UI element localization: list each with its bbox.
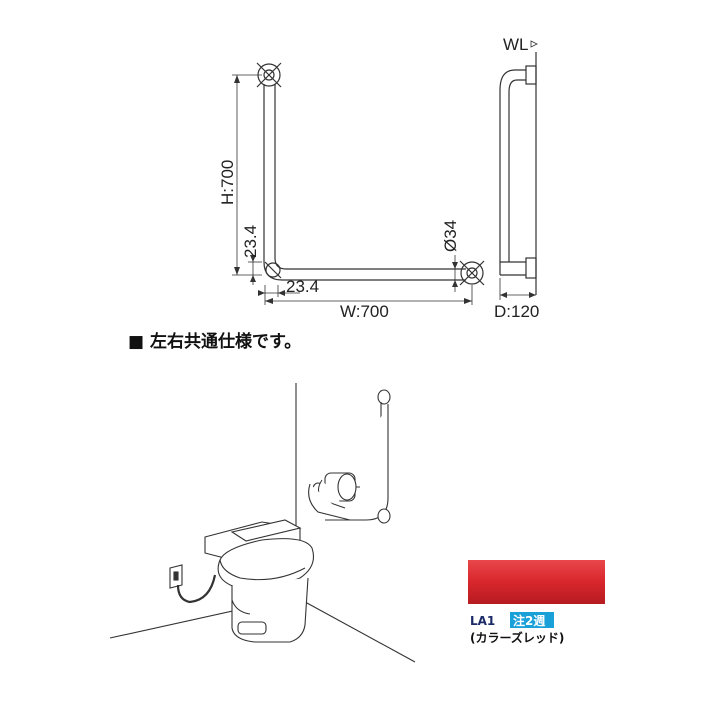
lead-time-badge: [510, 612, 554, 628]
power-cord: [176, 574, 217, 604]
dim-bend-horizontal-label: 23.4: [286, 277, 319, 296]
side-bar-inner: [508, 79, 526, 262]
grab-bar-illustration: [308, 389, 391, 524]
dim-depth-label: D:120: [494, 302, 539, 321]
side-bottom-mount: [525, 257, 537, 279]
note-text: ■ 左右共通仕様です。: [128, 331, 301, 352]
dimension-lines: [232, 74, 473, 305]
wl-marker-icon: [530, 40, 538, 48]
wall-line-label: WL: [503, 35, 529, 54]
floor-line-right: [295, 596, 416, 663]
side-view: [499, 40, 538, 300]
dim-diameter-label: Ø34: [441, 220, 460, 252]
swatch-color-name: (カラーズレッド): [470, 630, 564, 645]
swatch-code: LA1: [470, 614, 495, 628]
dim-bend-vertical-label: 23.4: [241, 225, 260, 258]
right-flange-icon: [459, 260, 485, 286]
bar-bend-inner: [274, 257, 287, 270]
front-view: [256, 62, 485, 286]
installation-illustration: [109, 383, 416, 663]
dim-height-label: H:700: [218, 160, 237, 205]
side-top-mount: [525, 65, 537, 85]
toilet-illustration: [204, 519, 315, 643]
side-bar-outer: [499, 69, 526, 262]
corner-flange-icon: [264, 261, 282, 279]
color-swatch: [468, 560, 605, 604]
outlet-icon: [169, 564, 183, 589]
lead-time-badge-label: 注2週: [513, 613, 545, 628]
top-flange-icon: [256, 62, 282, 88]
dim-width-label: W:700: [340, 302, 389, 321]
